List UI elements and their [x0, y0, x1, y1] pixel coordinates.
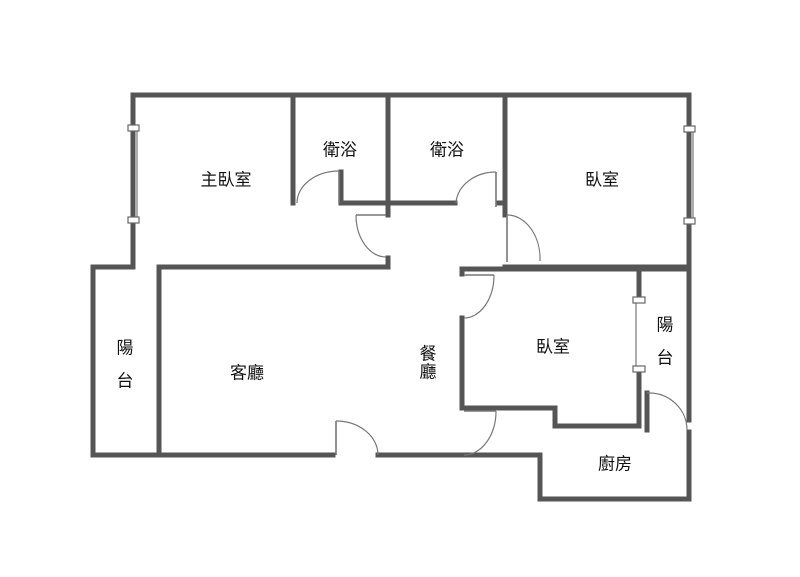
label-living-room: 客廳	[230, 363, 264, 382]
door-bath-right	[455, 171, 497, 207]
door-master	[355, 214, 387, 258]
wall-top	[130, 92, 692, 270]
door-balcony-east	[647, 392, 688, 431]
windows	[127, 124, 696, 373]
label-master-bedroom: 主臥室	[201, 170, 252, 189]
door-kitchen	[463, 410, 497, 456]
door-entrance	[335, 420, 379, 456]
label-balcony-east-1: 陽	[657, 315, 674, 334]
label-dining-1: 餐	[420, 344, 437, 363]
label-bath-right: 衛浴	[430, 140, 464, 159]
label-kitchen: 廚房	[598, 453, 632, 473]
room-labels: 主臥室 衛浴 衛浴 臥室 陽 台 客廳 餐 廳 臥室 陽 台 廚房	[117, 140, 674, 473]
wall-bed-mid-bottom	[459, 405, 642, 429]
label-bedroom-mid: 臥室	[536, 337, 570, 356]
door-bedroom-ne	[506, 214, 541, 262]
label-bedroom-ne: 臥室	[585, 170, 619, 189]
wall-west-balcony	[90, 264, 162, 458]
label-balcony-west-1: 陽	[117, 338, 134, 357]
label-dining-2: 廳	[420, 362, 437, 381]
walls	[90, 92, 692, 502]
wall-bottom-kitchen	[375, 429, 692, 502]
window-bedroom-east	[683, 125, 696, 225]
window-master-west	[127, 124, 140, 224]
label-balcony-east-2: 台	[657, 348, 674, 367]
label-bath-left: 衛浴	[323, 140, 357, 159]
door-bath-left	[296, 170, 340, 204]
wall-bed-mid-top	[459, 266, 692, 277]
doors	[296, 170, 688, 456]
window-bedroom-mid-east	[632, 296, 646, 373]
label-balcony-west-2: 台	[117, 371, 134, 390]
door-bedroom-mid	[463, 274, 495, 319]
